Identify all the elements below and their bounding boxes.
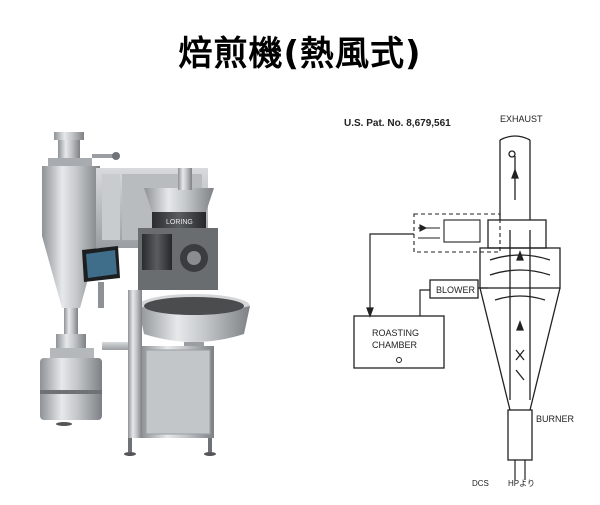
roasting-chamber-box: ROASTING CHAMBER [353, 315, 445, 369]
exhaust-label: EXHAUST [500, 114, 543, 124]
cooling-tray [138, 294, 250, 350]
blower-box: BLOWER [429, 279, 479, 299]
roasting-label-1: ROASTING [372, 328, 419, 338]
slide-title: 焙煎機(熱風式) [178, 34, 422, 74]
hp-source-label: HPより [508, 479, 535, 488]
burner: BURNER [507, 409, 575, 480]
roaster-machine-photo: LORING [40, 132, 250, 456]
control-screen [82, 246, 120, 308]
cyclone-body [479, 219, 561, 411]
roasting-label-2: CHAMBER [372, 340, 418, 350]
pipes [366, 233, 488, 318]
patent-diagram: U.S. Pat. No. 8,679,561 EXHAUST [344, 114, 575, 488]
dcs-label: DCS [472, 479, 489, 488]
chaff-bin [40, 334, 128, 420]
patent-number: U.S. Pat. No. 8,679,561 [344, 118, 451, 129]
recirculation-duct [413, 213, 501, 253]
blower-label: BLOWER [436, 285, 476, 295]
brand-label: LORING [166, 219, 193, 226]
exhaust-stack [499, 135, 531, 220]
burner-label: BURNER [536, 414, 575, 424]
base-cabinet [56, 290, 216, 456]
roaster-body: LORING [96, 168, 218, 290]
